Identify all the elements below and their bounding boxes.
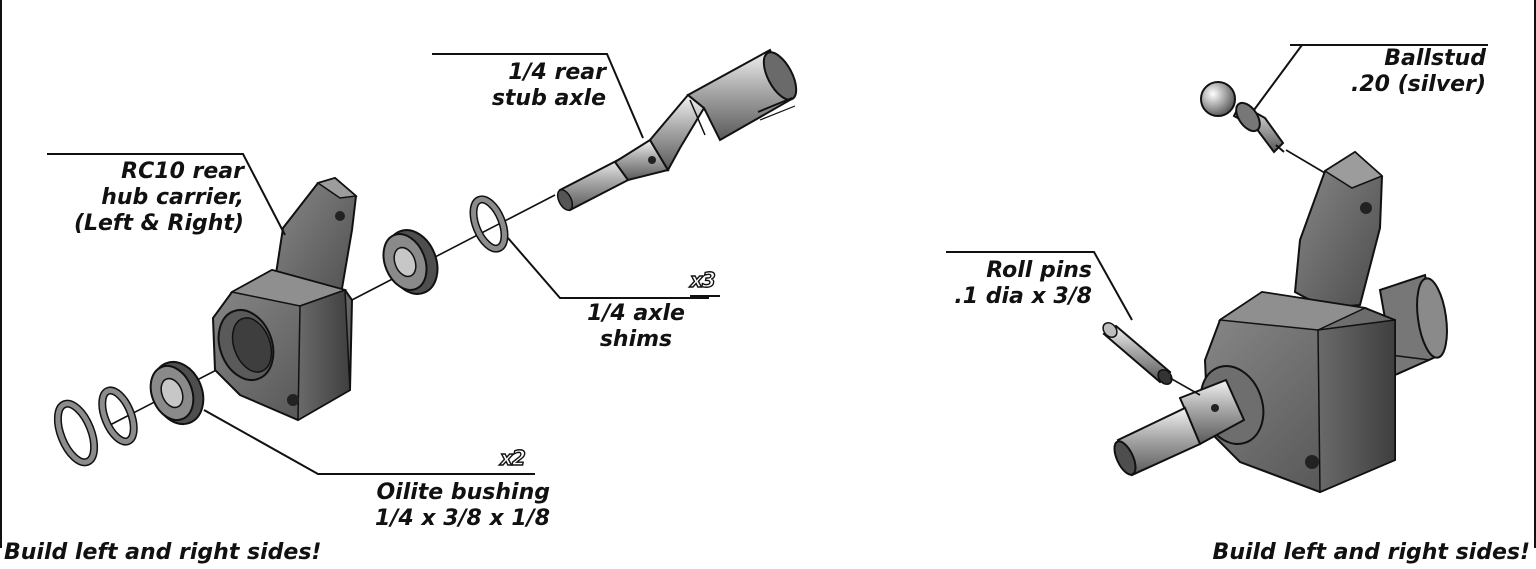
- hub-carrier-right: [1199, 150, 1448, 494]
- hub-carrier-label-line1: RC10 rear: [121, 159, 244, 184]
- ballstud-label-line1: Ballstud: [1384, 46, 1486, 71]
- bushing-leader: [203, 409, 535, 475]
- shims-leader: [507, 237, 709, 299]
- roll-pin-axis-line: [1169, 377, 1201, 396]
- footer-note-right: Build left and right sides!: [1212, 540, 1530, 565]
- shims-label: 1/4 axle shims: [556, 301, 716, 353]
- footer-note-left: Build left and right sides!: [4, 540, 322, 565]
- stub-axle-label: 1/4 rear stub axle: [436, 60, 606, 112]
- hub-carrier-left: [211, 176, 358, 422]
- rear-stub-axle: [556, 48, 798, 212]
- stub-axle-label-line2: stub axle: [491, 86, 606, 111]
- ballstud-label: Ballstud .20 (silver): [1286, 46, 1486, 98]
- roll-pins-label-line1: Roll pins: [986, 258, 1092, 283]
- shims-label-line2: shims: [599, 327, 673, 352]
- stub-axle-assembled: [1113, 378, 1246, 477]
- axle-shim-ring-1: [53, 399, 99, 467]
- hub-carrier-label-line2: hub carrier,: [101, 185, 244, 210]
- roll-pins-label-line2: .1 dia x 3/8: [954, 284, 1092, 309]
- oilite-bushing-front: [149, 360, 205, 426]
- hub-carrier-label-line3: (Left & Right): [73, 211, 244, 236]
- ballstud-axis-line: [1285, 149, 1331, 177]
- oilite-bushing-rear: [382, 229, 439, 295]
- roll-pins-label: Roll pins .1 dia x 3/8: [916, 258, 1092, 310]
- shims-qty-badge: x3: [689, 267, 716, 292]
- axle-shim-ring-3: [469, 195, 509, 253]
- axle-shim-ring-2: [98, 386, 138, 446]
- hub-carrier-label: RC10 rear hub carrier, (Left & Right): [44, 159, 244, 237]
- ballstud-label-line2: .20 (silver): [1350, 72, 1486, 97]
- bushing-label-line2: 1/4 x 3/8 x 1/8: [375, 506, 550, 531]
- hub-carrier-leader: [47, 153, 286, 236]
- ballstud: [1200, 81, 1285, 154]
- roll-pins-leader: [946, 251, 1133, 321]
- roll-pin: [1102, 322, 1173, 385]
- shims-label-line1: 1/4 axle: [587, 301, 685, 326]
- bushing-label: Oilite bushing 1/4 x 3/8 x 1/8: [310, 480, 550, 532]
- bushing-qty-badge: x2: [499, 445, 526, 470]
- bushing-label-line1: Oilite bushing: [376, 480, 550, 505]
- stub-axle-leader: [432, 53, 644, 139]
- stub-axle-label-line1: 1/4 rear: [508, 60, 606, 85]
